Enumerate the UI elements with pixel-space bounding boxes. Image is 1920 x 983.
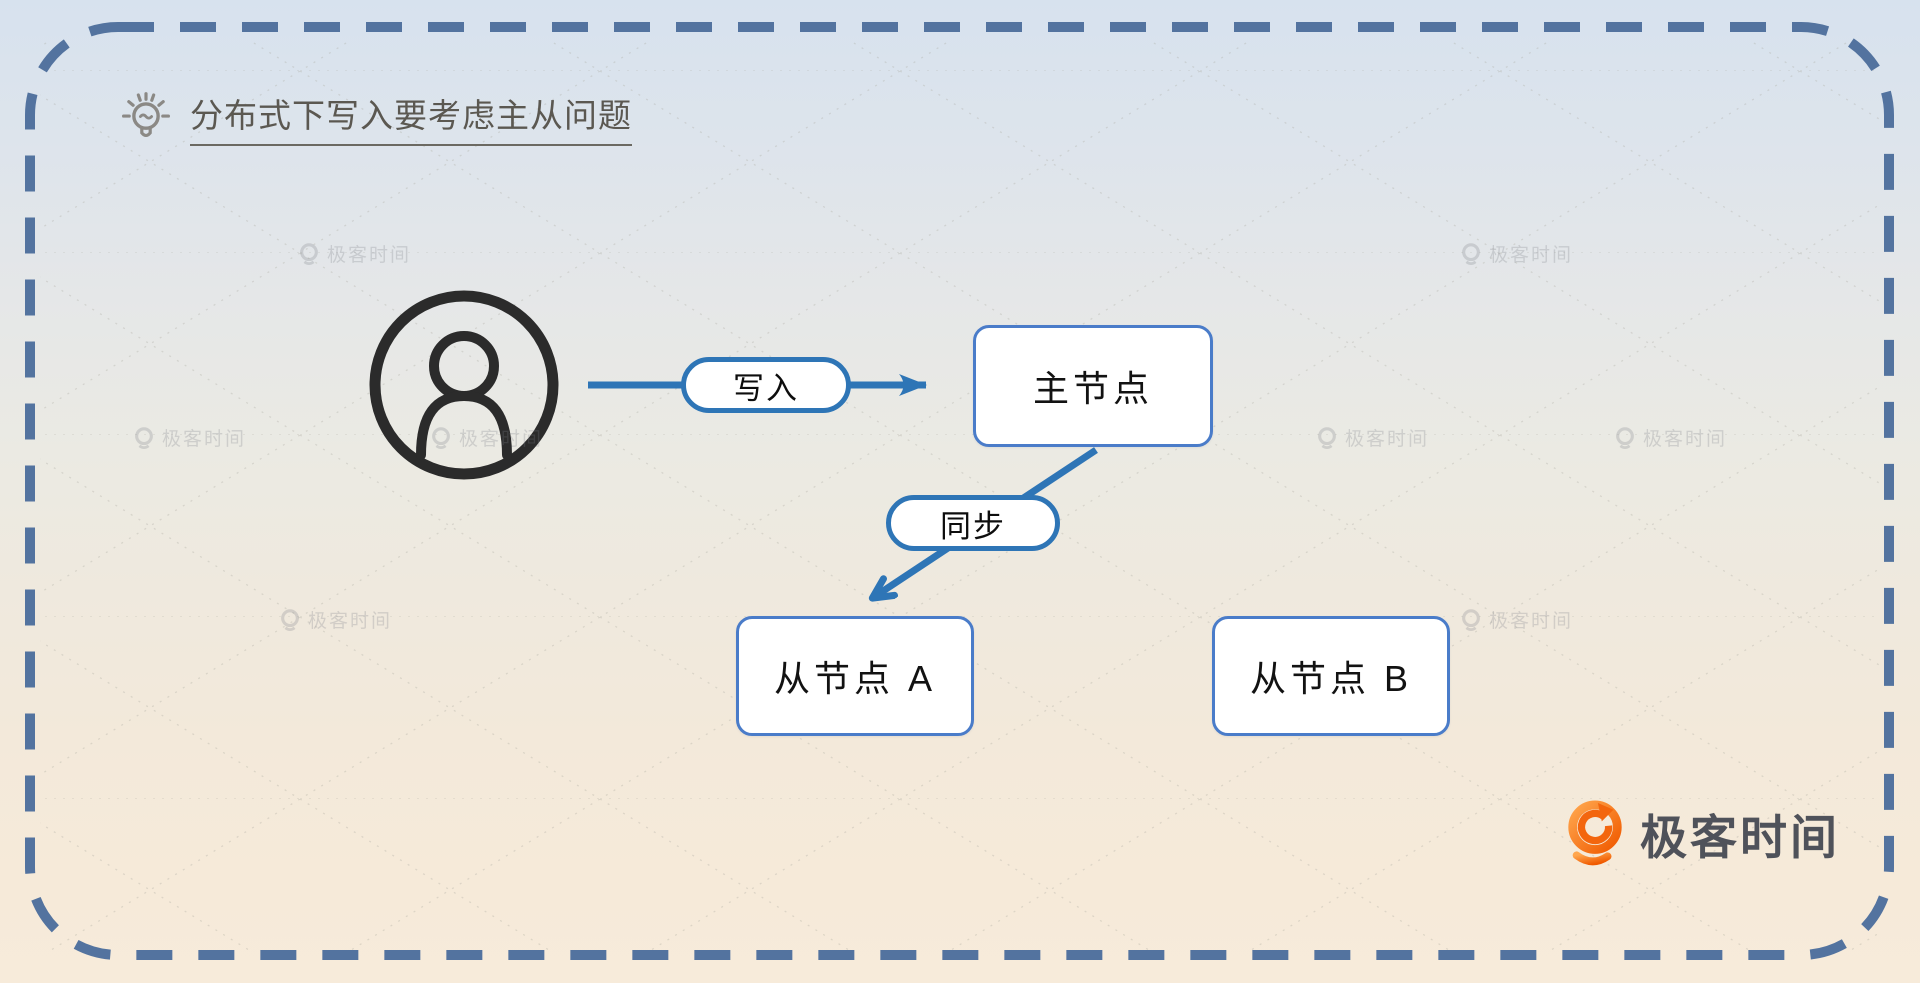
- dashed-frame: [25, 22, 1894, 960]
- watermark-label: 极客时间: [1345, 429, 1430, 450]
- geektime-mark-icon: [281, 608, 299, 631]
- geektime-logo: 极客时间: [1563, 798, 1840, 868]
- watermark: 极客时间: [279, 606, 392, 633]
- node-master-label: 主节点: [1032, 368, 1153, 409]
- geektime-mark-icon: [1616, 426, 1634, 449]
- watermark: 极客时间: [1316, 424, 1429, 451]
- watermark: 极客时间: [430, 424, 543, 451]
- edge-label-write-text: 写入: [733, 370, 799, 406]
- geektime-mark-icon: [300, 242, 318, 265]
- edge-label-sync: 同步: [886, 495, 1060, 551]
- watermark: 极客时间: [1460, 240, 1573, 267]
- watermark-label: 极客时间: [308, 611, 393, 632]
- geektime-logo-text: 极客时间: [1640, 810, 1840, 864]
- lightbulb-icon: [122, 92, 170, 138]
- geektime-mark-icon: [135, 426, 153, 449]
- watermark-label: 极客时间: [1489, 611, 1574, 632]
- node-slave-b-label: 从节点 B: [1249, 658, 1412, 699]
- watermark: 极客时间: [1460, 606, 1573, 633]
- geektime-mark-icon: [432, 426, 450, 449]
- geektime-mark-icon: [1318, 426, 1336, 449]
- watermark-label: 极客时间: [162, 429, 247, 450]
- watermark: 极客时间: [298, 240, 411, 267]
- watermark: 极客时间: [133, 424, 246, 451]
- geektime-mark-icon: [1462, 242, 1480, 265]
- geektime-mark-icon: [1462, 608, 1480, 631]
- user-avatar-icon: [369, 290, 559, 480]
- slide-title: 分布式下写入要考虑主从问题: [190, 89, 632, 146]
- edge-label-sync-text: 同步: [940, 508, 1006, 544]
- node-slave-a: 从节点 A: [736, 616, 974, 736]
- node-slave-a-label: 从节点 A: [773, 658, 936, 699]
- node-slave-b: 从节点 B: [1212, 616, 1450, 736]
- watermark-label: 极客时间: [1643, 429, 1728, 450]
- watermark: 极客时间: [1614, 424, 1727, 451]
- edge-label-write: 写入: [681, 357, 851, 413]
- slide-title-row: 分布式下写入要考虑主从问题: [118, 88, 632, 146]
- watermark-label: 极客时间: [327, 245, 412, 266]
- watermark-label: 极客时间: [1489, 245, 1574, 266]
- geektime-logo-icon: [1568, 800, 1622, 866]
- node-master: 主节点: [973, 325, 1213, 447]
- watermark-label: 极客时间: [459, 429, 544, 450]
